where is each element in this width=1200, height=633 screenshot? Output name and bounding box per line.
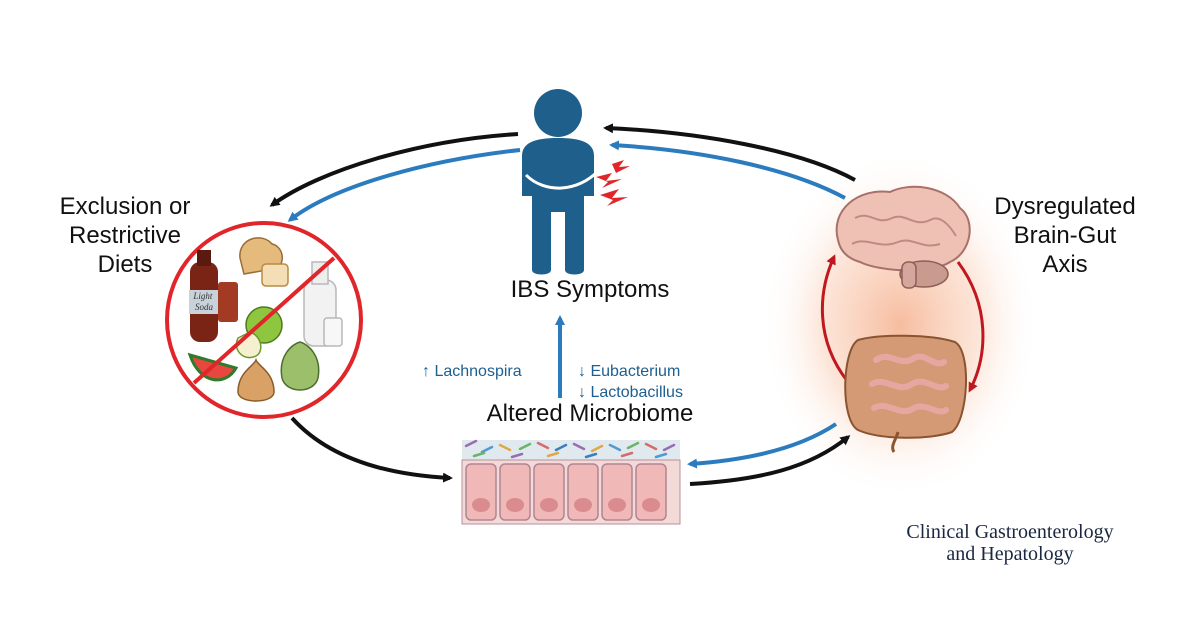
label-ibs-symptoms: IBS Symptoms [510,276,670,303]
soda-label-line-1: Light [192,291,213,301]
arrow-brain-to-gut-red [956,261,985,393]
milk-glass-icon [323,317,343,347]
label-exclusion-diets: Exclusion or Restrictive Diets [30,192,220,279]
arrow-person-to-diets-blue [287,148,521,222]
bread-icon [239,237,289,287]
no-sign-icon: Light Soda [165,221,363,419]
label-decrease-taxa-2: ↓ Lactobacillus [578,384,683,401]
arrow-microbiome-to-gut [689,435,851,486]
soda-label-line-2: Soda [195,302,214,312]
label-brain-gut-line-3: Axis [1042,251,1088,278]
no-sign-bar [192,256,336,385]
intestine-icon [844,334,968,453]
journal-name-line-2: and Hepatology [946,543,1074,565]
pain-icon [596,160,630,206]
gut-epithelium-icon [461,439,681,525]
cola-glass-icon [218,282,238,322]
onion-icon [237,357,275,402]
arrow-brain-to-person-black [603,123,856,182]
label-decrease-taxa-1: ↓ Eubacterium [578,363,681,380]
arrow-diets-to-microbiome [290,416,453,483]
label-decrease-taxa: ↓ Eubacterium ↓ Lactobacillus [578,361,683,403]
label-brain-gut-axis: Dysregulated Brain-Gut Axis [965,192,1165,279]
brain-icon [835,185,971,289]
soda-label: Light Soda [192,291,214,312]
arrow-person-to-diets-black [269,132,519,207]
label-brain-gut-line-1: Dysregulated [994,193,1136,220]
arrow-gut-to-brain-red [820,254,850,383]
journal-name: Clinical Gastroenterology and Hepatology [880,521,1140,565]
label-altered-microbiome: Altered Microbiome [486,400,694,427]
arrow-gut-to-microbiome [687,422,838,469]
apple-icon [235,306,283,359]
label-exclusion-diets-line-3: Diets [97,251,153,278]
label-increase-taxa: ↑ Lachnospira [422,363,522,380]
brain-gut-glow [760,150,1040,500]
arrow-brain-to-person-blue [609,140,846,200]
label-brain-gut-line-2: Brain-Gut [1013,222,1117,249]
artichoke-icon [280,341,320,391]
person-icon [522,89,600,275]
label-exclusion-diets-line-2: Restrictive [68,222,182,249]
soda-bottle-icon [189,250,219,342]
label-exclusion-diets-line-1: Exclusion or [59,193,191,220]
journal-name-line-1: Clinical Gastroenterology [906,521,1114,543]
